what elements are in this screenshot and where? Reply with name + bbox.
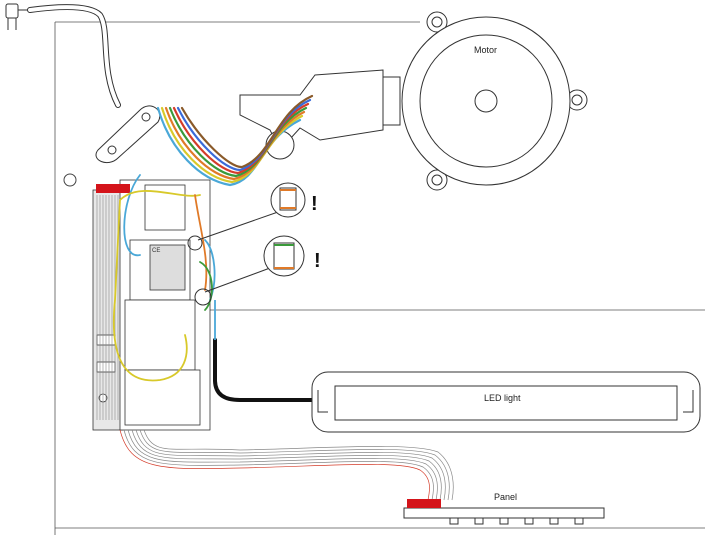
panel-label: Panel <box>494 492 517 502</box>
cabinet-outline <box>54 21 705 535</box>
motor <box>239 11 588 191</box>
pcb-code: CE <box>152 248 160 254</box>
warning-mark-1: ! <box>311 193 318 215</box>
callout-1 <box>187 182 306 251</box>
motor-wire-bundle <box>156 94 314 187</box>
control-panel <box>403 507 605 525</box>
panel-ribbon-cable <box>119 429 454 501</box>
ribbon-connector-top <box>96 184 130 193</box>
power-plug-icon <box>5 3 30 30</box>
cable-clamp <box>95 105 161 163</box>
led-light-label: LED light <box>484 393 521 403</box>
panel-connector <box>407 499 441 508</box>
motor-label: Motor <box>474 45 497 55</box>
control-box <box>92 179 211 431</box>
callout-2 <box>194 235 305 306</box>
pcb-wiring <box>112 174 216 382</box>
warning-mark-2: ! <box>314 250 321 272</box>
ribbon-cable-left <box>96 195 119 420</box>
led-cable <box>213 338 317 402</box>
mounting-hole <box>63 173 77 187</box>
led-light <box>311 371 701 433</box>
